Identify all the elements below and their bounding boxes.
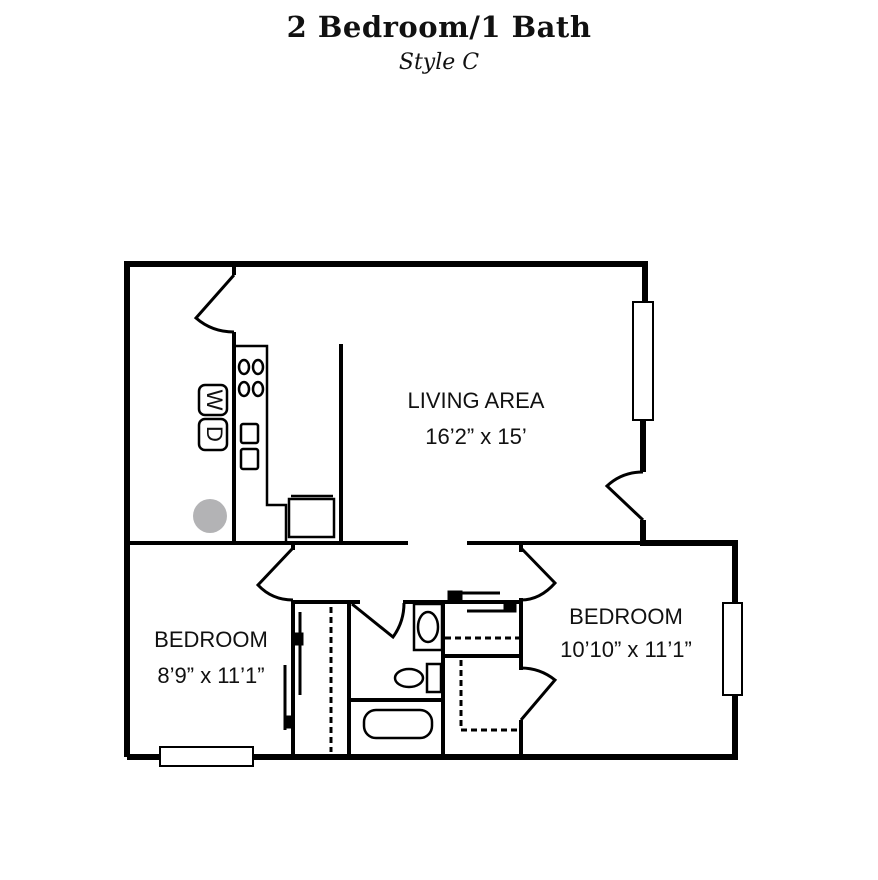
plan-title: 2 Bedroom/1 Bath — [286, 10, 592, 44]
sink — [393, 667, 425, 689]
kitchen — [236, 344, 336, 543]
sink-basin — [239, 422, 260, 445]
door-bedroom-right — [519, 546, 558, 602]
closets — [283, 590, 520, 752]
water-heater — [193, 499, 227, 533]
burner — [237, 380, 251, 398]
refrigerator — [287, 497, 336, 539]
kitchen-counter — [236, 344, 288, 543]
bathtub — [362, 708, 434, 740]
bedroom-left-size: 8’9” x 11’1” — [157, 663, 264, 688]
doors — [193, 274, 645, 721]
exterior-walls — [124, 261, 738, 760]
burner — [251, 358, 265, 376]
bedroom-right-label: BEDROOM — [569, 604, 683, 629]
dryer-label: D — [202, 426, 227, 442]
laundry — [193, 383, 229, 533]
window-bedroom-right — [722, 602, 743, 696]
dryer — [197, 417, 229, 452]
window-bedroom-left — [159, 746, 254, 767]
door-bedroom-left — [255, 546, 295, 602]
bathroom-fixtures — [362, 602, 444, 740]
window-living — [632, 301, 654, 421]
door-laundry — [193, 274, 236, 334]
living-area-label: LIVING AREA — [408, 388, 545, 413]
burner — [237, 358, 251, 376]
washer — [197, 383, 229, 417]
toilet-bowl — [416, 610, 440, 644]
interior-walls — [127, 264, 643, 755]
door-bathroom — [351, 602, 406, 640]
living-area-size: 16’2” x 15’ — [425, 424, 527, 449]
door-closet-right — [519, 666, 558, 721]
bedroom-left-label: BEDROOM — [154, 627, 268, 652]
vanity — [425, 662, 443, 694]
toilet-tank — [412, 602, 444, 652]
bedroom-right-size: 10’10” x 11’1” — [560, 637, 692, 662]
plan-subtitle: Style C — [398, 50, 480, 75]
sink-basin — [239, 447, 260, 471]
door-entry — [604, 470, 645, 522]
burner — [251, 380, 265, 398]
washer-label: W — [202, 390, 227, 411]
